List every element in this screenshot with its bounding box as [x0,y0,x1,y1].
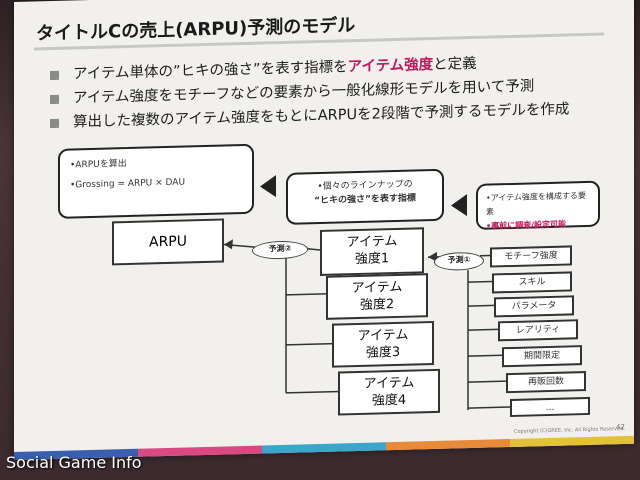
item-strength-4-line2: 強度4 [371,392,407,409]
factor-box-1: モチーフ強度 [490,245,572,268]
factor-box-7: … [510,396,590,418]
presentation-slide: タイトルCの売上(ARPU)予測のモデル アイテム単体の”ヒキの強さ”を表す指標… [14,0,634,460]
item-strength-3-line2: 強度3 [365,344,401,361]
factor-box-5: 期間限定 [502,345,582,368]
factor-box-4: レアリティ [498,319,578,342]
factor-box-3: パラメータ [494,295,574,318]
item-strength-box-2: アイテム 強度2 [326,273,428,320]
item-strength-box-4: アイテム 強度4 [338,368,440,416]
diagram-connectors [223,239,510,411]
item-strength-2-line2: 強度2 [359,297,395,313]
factor-box-6: 再販回数 [506,371,586,394]
factor-box-2: スキル [492,271,572,294]
item-strength-box-1: アイテム 強度1 [320,227,424,276]
item-strength-1-line2: 強度1 [354,251,390,268]
item-strength-box-3: アイテム 強度3 [332,321,434,368]
social-game-info-logo: Social Game Info [6,453,142,472]
page-number: 42 [616,423,625,432]
arpu-box: ARPU [112,218,224,266]
